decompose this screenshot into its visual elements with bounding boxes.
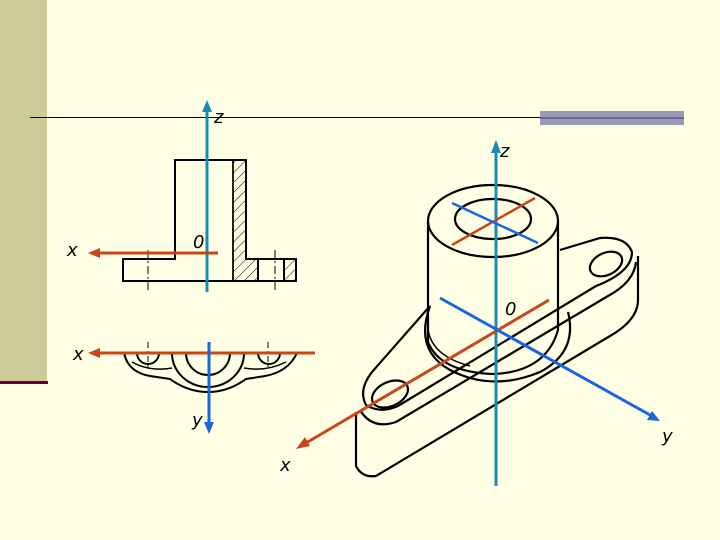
front-view-origin-label: 0 <box>193 232 204 253</box>
iso-y-label: y <box>661 426 673 447</box>
iso-y-axis <box>439 296 651 417</box>
top-view-y-label: y <box>191 410 203 431</box>
front-view-hatch-flange <box>283 258 297 282</box>
front-view-x-label: x <box>66 240 78 261</box>
iso-base-front <box>354 256 640 478</box>
front-view-hatch-wall <box>232 159 259 282</box>
iso-x-label: x <box>279 455 291 476</box>
front-view-z-arrowhead <box>202 100 212 112</box>
iso-base-top <box>361 236 634 411</box>
iso-cylinder-bore <box>453 197 533 241</box>
left-decor-band <box>0 0 47 383</box>
iso-z-label: z <box>499 141 510 162</box>
top-view-left-hole <box>136 352 160 365</box>
top-view-right-hole <box>257 352 281 365</box>
left-band-rule <box>0 381 48 384</box>
iso-x-arrowhead <box>296 437 310 449</box>
title-rule <box>30 117 540 118</box>
iso-origin-label: 0 <box>505 299 516 320</box>
iso-x-axis <box>305 298 550 445</box>
iso-top-y-centerline <box>451 201 539 245</box>
iso-base-left-rim <box>371 305 431 373</box>
top-view-inner-curve <box>131 361 173 370</box>
iso-right-hole <box>588 250 624 278</box>
iso-y-arrowhead <box>647 411 660 421</box>
front-view-z-label: z <box>213 107 224 128</box>
iso-base-ring <box>423 305 572 383</box>
top-view-x-label: x <box>72 344 84 365</box>
top-view-x-arrowhead <box>88 348 100 358</box>
top-view-inner-curve-right <box>243 361 287 370</box>
iso-base-front-top-edge <box>359 261 638 426</box>
iso-cylinder-bottom <box>426 329 560 376</box>
top-view-y-arrowhead <box>204 422 214 434</box>
front-view-outline <box>122 159 297 282</box>
accent-bar-line <box>540 117 684 119</box>
iso-z-arrowhead <box>491 140 501 153</box>
front-view-x-arrowhead <box>88 248 100 258</box>
front-view <box>122 159 297 290</box>
isometric-view <box>354 183 640 478</box>
